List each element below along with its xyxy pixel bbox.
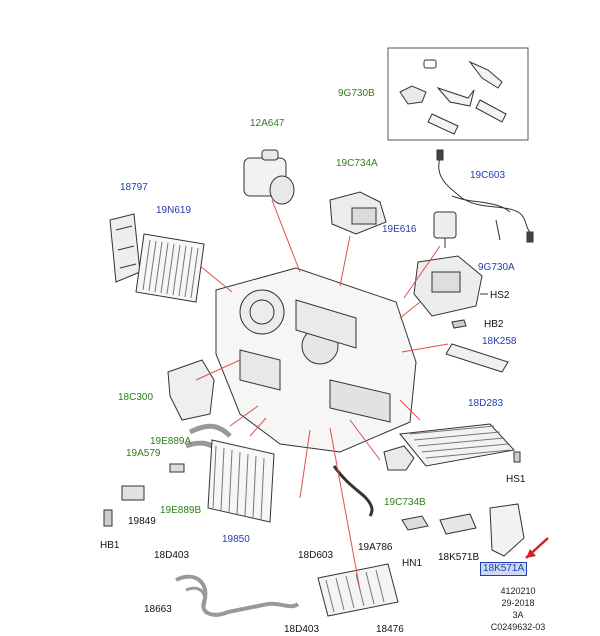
label-19e889b: 19E889B (160, 505, 202, 516)
ref-line-2: 29-2018 (501, 598, 535, 608)
part-18k571a-cover (489, 503, 525, 557)
label-hn1: HN1 (402, 558, 423, 569)
part-18k258-duct (445, 343, 509, 373)
part-18476-heater (317, 563, 399, 617)
part-9g730a-module (413, 255, 488, 317)
part-18d283-heater-core (399, 423, 515, 467)
label-18d403-bottom: 18D403 (284, 624, 320, 635)
label-19c734a: 19C734A (336, 158, 378, 169)
label-19850: 19850 (222, 534, 250, 545)
part-19n619-cabin-filter (135, 233, 205, 303)
part-19c603-wiring-harness (436, 149, 534, 243)
label-hb1: HB1 (100, 540, 120, 551)
label-19c734b: 19C734B (384, 497, 426, 508)
leader-lines (195, 199, 449, 591)
part-19c734b-actuator (383, 445, 415, 471)
part-12a647-blower-motor (243, 149, 295, 205)
label-19849: 19849 (128, 516, 156, 527)
part-hvac-housing (215, 267, 417, 453)
highlight-arrow-head (526, 549, 536, 558)
label-12a647: 12A647 (250, 118, 285, 129)
part-19850-evaporator (207, 439, 275, 523)
label-19a579: 19A579 (126, 448, 161, 459)
label-18d403-top: 18D403 (154, 550, 190, 561)
label-19n619: 19N619 (156, 205, 192, 216)
label-18d603: 18D603 (298, 550, 334, 561)
label-18k258: 18K258 (482, 336, 517, 347)
label-hs2: HS2 (490, 290, 510, 301)
part-18c300-cover (167, 359, 215, 421)
label-18663: 18663 (144, 604, 172, 615)
label-19c603: 19C603 (470, 170, 506, 181)
part-18k571b-bracket (439, 513, 477, 535)
label-19e616: 19E616 (382, 224, 417, 235)
ref-line-4: C0249632-03 (490, 622, 546, 632)
part-hn1-nut (401, 515, 429, 531)
label-9g730a: 9G730A (478, 262, 515, 273)
part-9g730b-connector-set (387, 47, 529, 141)
label-18c300: 18C300 (118, 392, 154, 403)
label-18d283: 18D283 (468, 398, 504, 409)
label-9g730b: 9G730B (338, 88, 375, 99)
part-18663-pipes (175, 574, 300, 617)
ref-line-3: 3A (512, 610, 524, 620)
part-19e616-sensor (433, 211, 457, 248)
label-18476: 18476 (376, 624, 404, 635)
part-19c734a-actuator (329, 191, 387, 235)
ref-line-1: 4120210 (500, 586, 536, 596)
label-hs1: HS1 (506, 474, 526, 485)
label-18797: 18797 (120, 182, 148, 193)
part-19a786-hose (332, 465, 374, 517)
part-19a579-block (121, 485, 145, 501)
label-18k571b: 18K571B (438, 552, 480, 563)
label-19e889a: 19E889A (150, 436, 192, 447)
part-hs1-screw (513, 451, 521, 463)
label-hb2: HB2 (484, 319, 504, 330)
part-hb2-screw (451, 319, 467, 329)
label-18k571a-highlighted[interactable]: 18K571A (480, 562, 528, 576)
part-18797-seal (109, 213, 141, 283)
label-19a786: 19A786 (358, 542, 393, 553)
part-hb1-screw (103, 509, 113, 527)
